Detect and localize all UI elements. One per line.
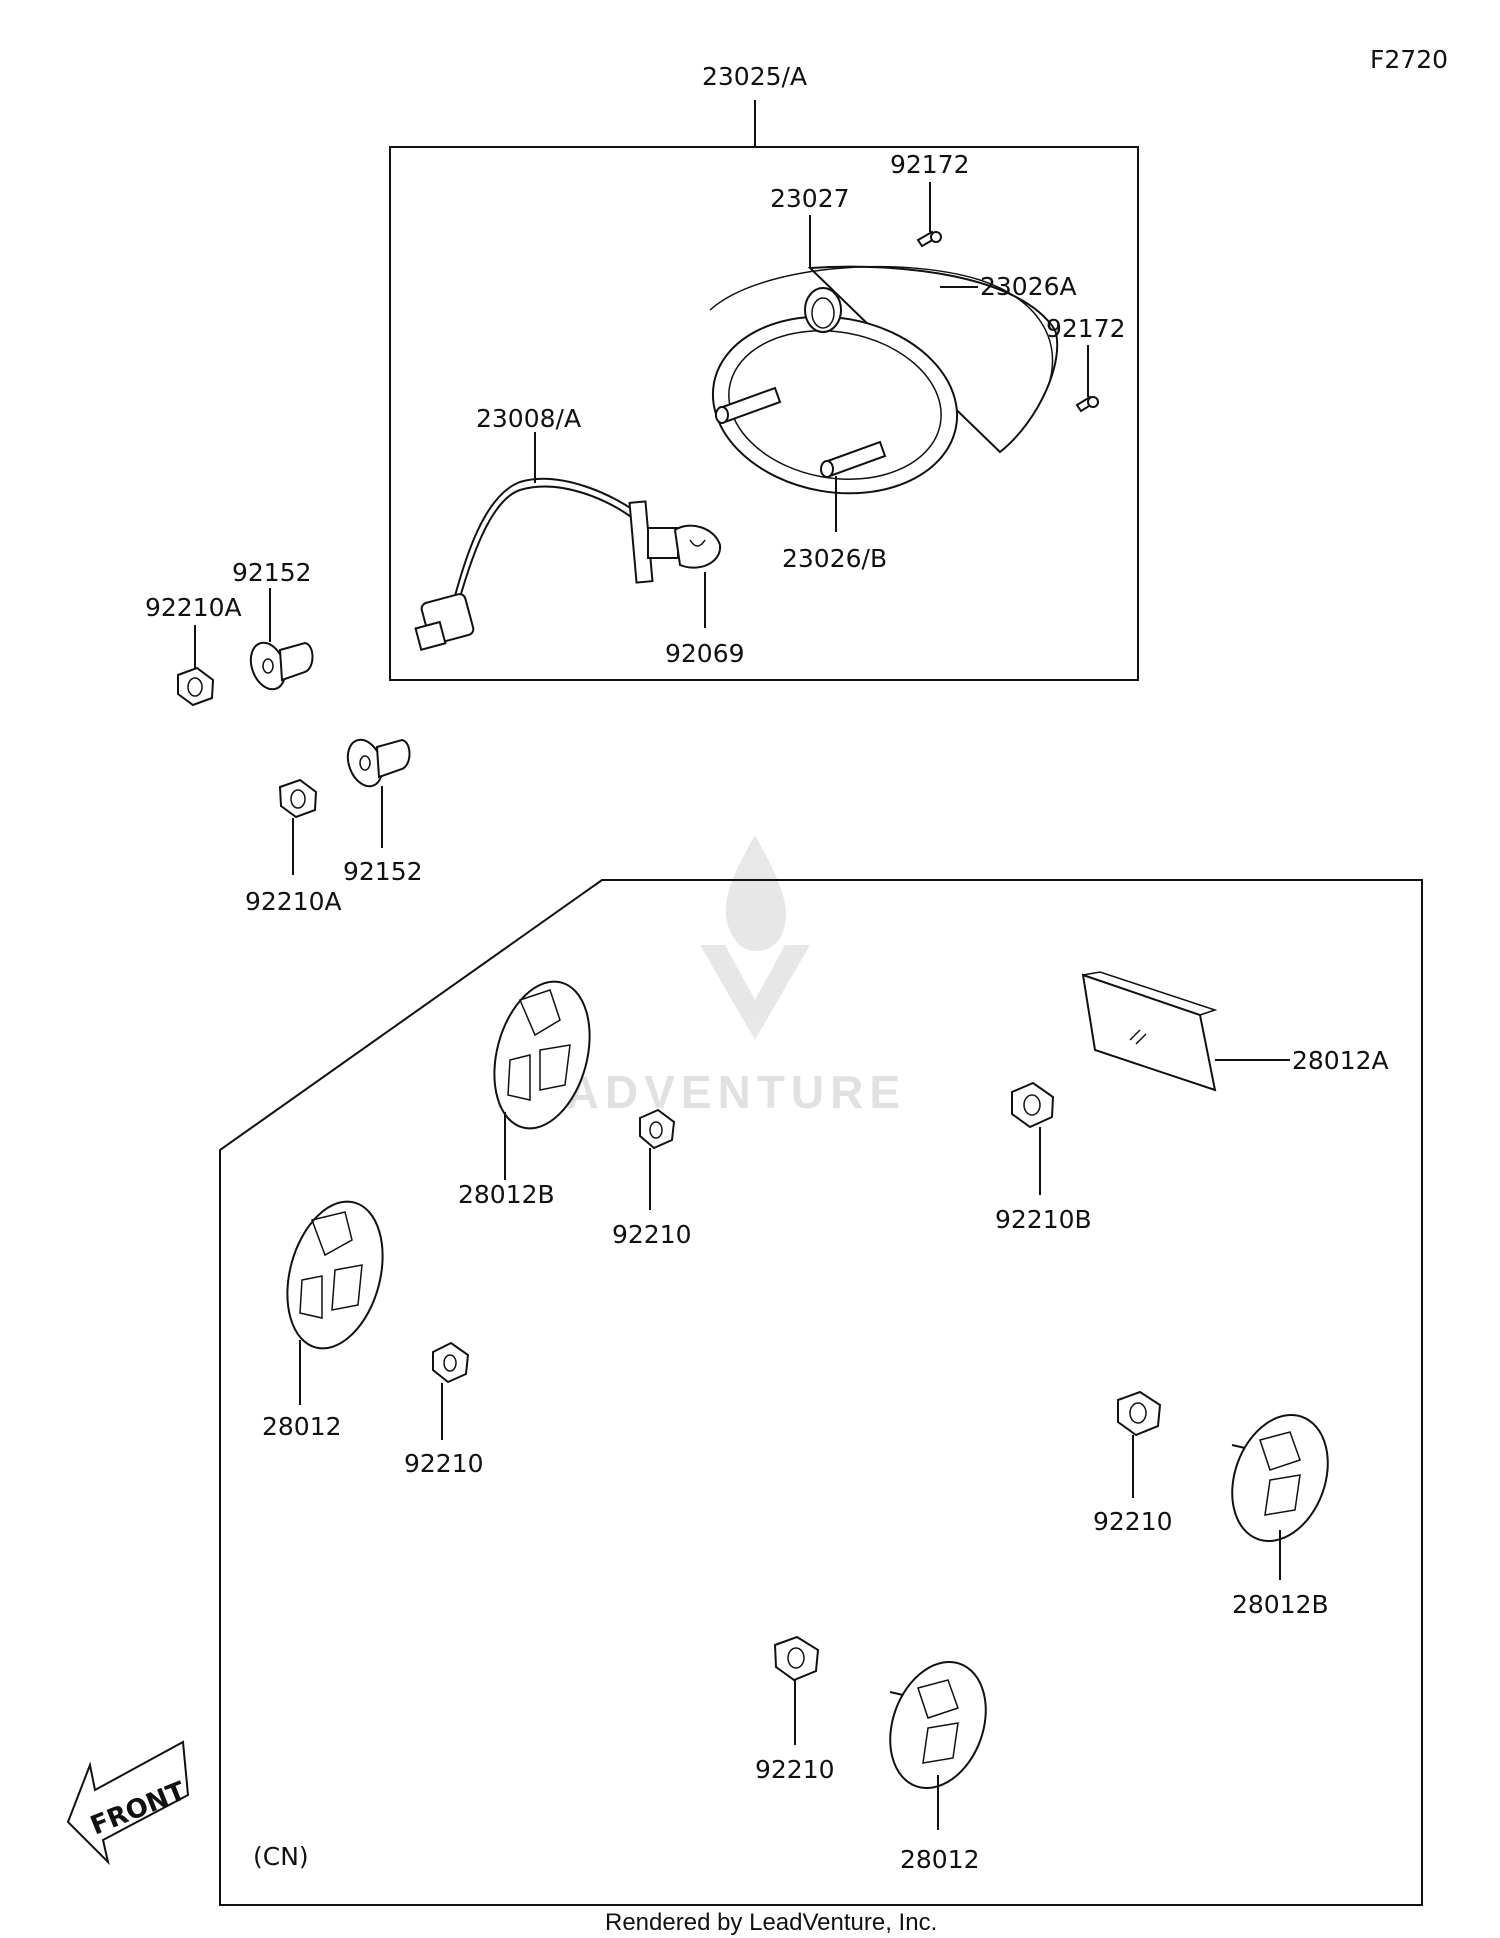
callout-28012b-lower[interactable]: 28012B: [1232, 1590, 1329, 1619]
grommet-icon[interactable]: [245, 638, 314, 694]
callout-92210-3[interactable]: 92210: [1093, 1507, 1173, 1536]
headlight-assembly-box: [389, 146, 1139, 681]
cn-turn-signal-box: [219, 879, 1423, 1906]
nut-icon[interactable]: [278, 778, 318, 819]
reflector-icon[interactable]: [1081, 971, 1218, 1092]
nut-icon[interactable]: [1117, 1390, 1162, 1437]
callout-92210b[interactable]: 92210B: [995, 1205, 1092, 1234]
nut-icon[interactable]: [773, 1635, 820, 1682]
callout-92210-1[interactable]: 92210: [612, 1220, 692, 1249]
callout-92152-lower[interactable]: 92152: [343, 857, 423, 886]
callout-92210a-lower[interactable]: 92210A: [245, 887, 342, 916]
socket-harness[interactable]: [414, 477, 679, 651]
turn-signal-icon[interactable]: [479, 971, 605, 1139]
nut-icon[interactable]: [1011, 1081, 1055, 1129]
callout-28012b-upper[interactable]: 28012B: [458, 1180, 555, 1209]
callout-23027[interactable]: 23027: [770, 184, 850, 213]
bulb-icon[interactable]: [673, 524, 722, 569]
adjusting-bolt-icon: [715, 386, 887, 478]
callout-23025-a[interactable]: 23025/A: [702, 62, 807, 91]
turn-signal-icon[interactable]: [272, 1191, 398, 1359]
callout-23026a[interactable]: 23026A: [980, 272, 1077, 301]
nut-icon[interactable]: [177, 666, 215, 707]
callout-92152-upper[interactable]: 92152: [232, 558, 312, 587]
callout-28012-bottom[interactable]: 28012: [900, 1845, 980, 1874]
callout-23026-b[interactable]: 23026/B: [782, 544, 887, 573]
region-note: (CN): [253, 1842, 309, 1871]
callout-92172-right[interactable]: 92172: [1046, 314, 1126, 343]
callout-23008-a[interactable]: 23008/A: [476, 404, 581, 433]
callout-92172-top[interactable]: 92172: [890, 150, 970, 179]
callout-28012a[interactable]: 28012A: [1292, 1046, 1389, 1075]
grommet-icon[interactable]: [342, 735, 411, 791]
turn-signal-icon[interactable]: [1215, 1402, 1344, 1555]
callout-92210-2[interactable]: 92210: [404, 1449, 484, 1478]
figure-code: F2720: [1370, 45, 1448, 74]
nut-icon[interactable]: [639, 1108, 676, 1150]
turn-signal-icon[interactable]: [873, 1649, 1002, 1802]
nut-icon[interactable]: [432, 1341, 470, 1384]
front-arrow-icon: FRONT: [66, 1740, 190, 1866]
footer-credit: Rendered by LeadVenture, Inc.: [605, 1909, 937, 1936]
screw-icon[interactable]: [916, 230, 1099, 413]
callout-92210a-upper[interactable]: 92210A: [145, 593, 242, 622]
watermark-logo: [700, 835, 810, 1040]
callout-28012-left[interactable]: 28012: [262, 1412, 342, 1441]
callout-92069[interactable]: 92069: [665, 639, 745, 668]
callout-92210-4[interactable]: 92210: [755, 1755, 835, 1784]
headlight-housing[interactable]: [699, 265, 1059, 512]
